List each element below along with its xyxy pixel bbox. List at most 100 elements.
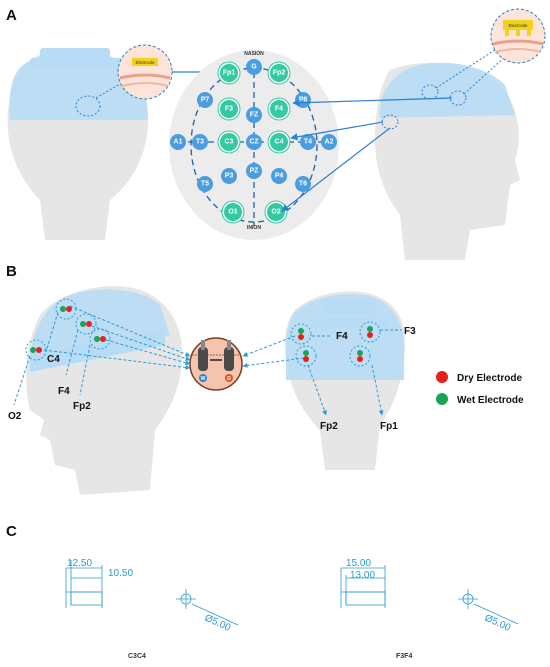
label-b-fp1: Fp1 <box>380 421 398 432</box>
electrode-pair-fp2-left <box>89 328 111 350</box>
head-b-right <box>285 291 405 470</box>
electrode-label-a2: A2 <box>325 139 334 146</box>
label-b-f4-left: F4 <box>58 386 70 397</box>
panel-a-letter: A <box>6 7 17 24</box>
dim-f3f4-circle: Ø5.00 <box>483 613 513 634</box>
electrode-label-p7: P7 <box>201 97 210 104</box>
label-b-fp2-left: Fp2 <box>73 401 91 412</box>
b-label-pointers <box>13 311 402 416</box>
label-b-f4-right: F4 <box>336 331 348 342</box>
electrode-fz: FZ <box>246 107 262 123</box>
right-head-highlight-3 <box>381 114 399 130</box>
electrode-pair-fp2-right <box>295 345 317 367</box>
electrode-o2: O2 <box>264 200 288 224</box>
electrode-pair-fp1-right <box>349 345 371 367</box>
electrode-t4: T4 <box>300 134 316 150</box>
head-side-view <box>375 62 520 260</box>
adapter-w: W <box>201 376 206 382</box>
nasion-label: NASION <box>244 51 264 57</box>
dim-c3c4-width: 12.50 <box>67 558 92 569</box>
electrode-inset-left: Electrode <box>117 44 173 100</box>
electrode-pair-f4-right <box>290 323 312 345</box>
electrode-label-t3: T3 <box>196 139 204 146</box>
head-back-view <box>7 48 149 240</box>
electrode-cz: CZ <box>246 134 262 150</box>
electrode-t5: T5 <box>197 176 213 192</box>
electrode-f4: F4 <box>267 97 291 121</box>
electrode-pair-f3-right <box>359 321 381 343</box>
electrode-label-f3: F3 <box>225 106 233 113</box>
electrode-label-a1: A1 <box>174 139 183 146</box>
electrode-f3: F3 <box>217 97 241 121</box>
electrode-c4: C4 <box>267 130 291 154</box>
electrode-label-cz: CZ <box>249 139 259 146</box>
electrode-adapter: W D <box>189 337 243 391</box>
electrode-label-g: G <box>251 64 257 71</box>
electrode-label-f4: F4 <box>275 106 283 113</box>
electrode-a1: A1 <box>170 134 186 150</box>
electrode-p3: P3 <box>221 168 237 184</box>
arrow-to-c4 <box>290 121 384 141</box>
label-b-f3: F3 <box>404 326 416 337</box>
zoom-connector-left <box>95 83 121 99</box>
zoom-connector-right-2 <box>463 55 507 95</box>
right-head-highlight-1 <box>421 84 439 100</box>
electrode-o1: O1 <box>221 200 245 224</box>
caption-f3f4: F3F4 <box>396 653 412 660</box>
dim-f3f4-inner: 13.00 <box>350 570 375 581</box>
panel-c-letter: C <box>6 523 17 540</box>
legend-dry-marker <box>436 371 448 383</box>
electrode-p8: P8 <box>295 92 311 108</box>
electrode-label-pz: PZ <box>250 168 260 175</box>
electrode-label-t6: T6 <box>299 181 307 188</box>
electrode-inset-right: Electrode <box>490 8 546 64</box>
inset-label-right: Electrode <box>508 23 528 28</box>
electrode-a2: A2 <box>321 134 337 150</box>
electrode-label-t5: T5 <box>201 181 209 188</box>
electrode-label-t4: T4 <box>304 139 312 146</box>
electrode-fp2: Fp2 <box>267 61 291 85</box>
arrow-to-p8 <box>292 97 453 107</box>
caption-c3c4: C3C4 <box>128 653 146 660</box>
head-b-left <box>26 286 183 495</box>
electrode-label-p3: P3 <box>225 173 234 180</box>
electrode-fp1: Fp1 <box>217 61 241 85</box>
electrode-label-fz: FZ <box>250 112 259 119</box>
dim-c3c4-inner: 10.50 <box>108 568 133 579</box>
label-b-fp2-right: Fp2 <box>320 421 338 432</box>
right-head-highlight-2 <box>449 90 467 106</box>
adapter-d: D <box>227 376 231 382</box>
b-connectors <box>43 305 305 370</box>
electrode-label-o2: O2 <box>271 209 280 216</box>
drawing-c3c4 <box>65 560 239 626</box>
electrode-label-c4: C4 <box>275 139 284 146</box>
inset-label-left: Electrode <box>135 60 155 65</box>
label-b-o2: O2 <box>8 411 22 422</box>
inion-label: INION <box>247 225 261 231</box>
electrode-pair-f4-left <box>75 313 97 335</box>
electrode-label-o1: O1 <box>228 209 237 216</box>
left-head-highlight <box>75 95 101 117</box>
electrode-pz: PZ <box>246 163 262 179</box>
electrode-label-p8: P8 <box>299 97 308 104</box>
legend-dry-label: Dry Electrode <box>457 373 522 384</box>
electrode-label-fp1: Fp1 <box>223 70 236 77</box>
electrode-label-p4: P4 <box>275 173 284 180</box>
electrode-label-fp2: Fp2 <box>273 70 286 77</box>
legend-wet-label: Wet Electrode <box>457 395 524 406</box>
electrode-c3: C3 <box>217 130 241 154</box>
label-b-c4: C4 <box>47 354 60 365</box>
drawing-f3f4 <box>340 565 519 625</box>
zoom-connector-right-1 <box>435 47 499 89</box>
electrode-label-c3: C3 <box>225 139 234 146</box>
arrow-to-o2 <box>281 127 391 212</box>
electrode-p7: P7 <box>197 92 213 108</box>
electrode-g: G <box>246 59 262 75</box>
panel-b-letter: B <box>6 263 17 280</box>
electrode-t6: T6 <box>295 176 311 192</box>
electrode-t3: T3 <box>192 134 208 150</box>
legend-wet-marker <box>436 393 448 405</box>
dim-f3f4-width: 15.00 <box>346 558 371 569</box>
